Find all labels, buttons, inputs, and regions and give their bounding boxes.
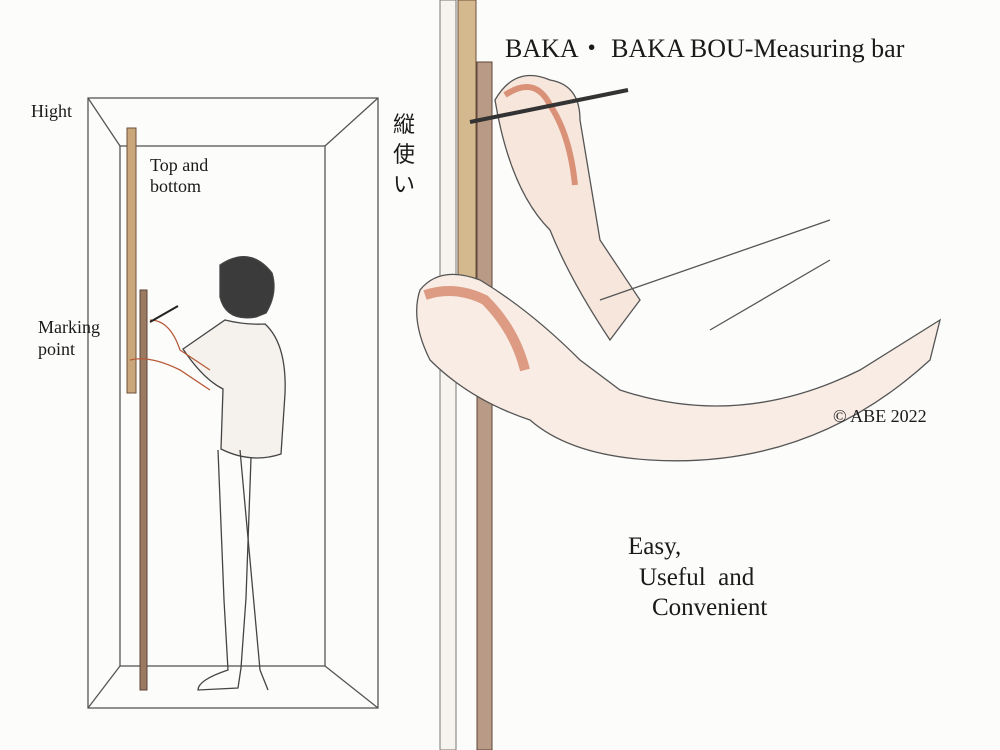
label-marking-point: Marking point [38,317,100,359]
slogan-line-3: Convenient [652,594,768,621]
man-figure [129,256,286,691]
doorway-frame [87,97,379,709]
hands-drawing [416,74,942,462]
copyright: © ABE 2022 [833,406,927,426]
measuring-bar-right [439,0,493,750]
label-top-and-bottom: Top and bottom [150,155,209,196]
slogan-line-1: Easy, [628,533,682,560]
measuring-bar-left [126,127,148,691]
label-hight: Hight [31,101,73,121]
label-vertical-use: 縦使い [393,112,416,197]
slogan-line-2: Useful and [639,564,755,591]
title: BAKA・ BAKA BOU-Measuring bar [505,34,905,63]
